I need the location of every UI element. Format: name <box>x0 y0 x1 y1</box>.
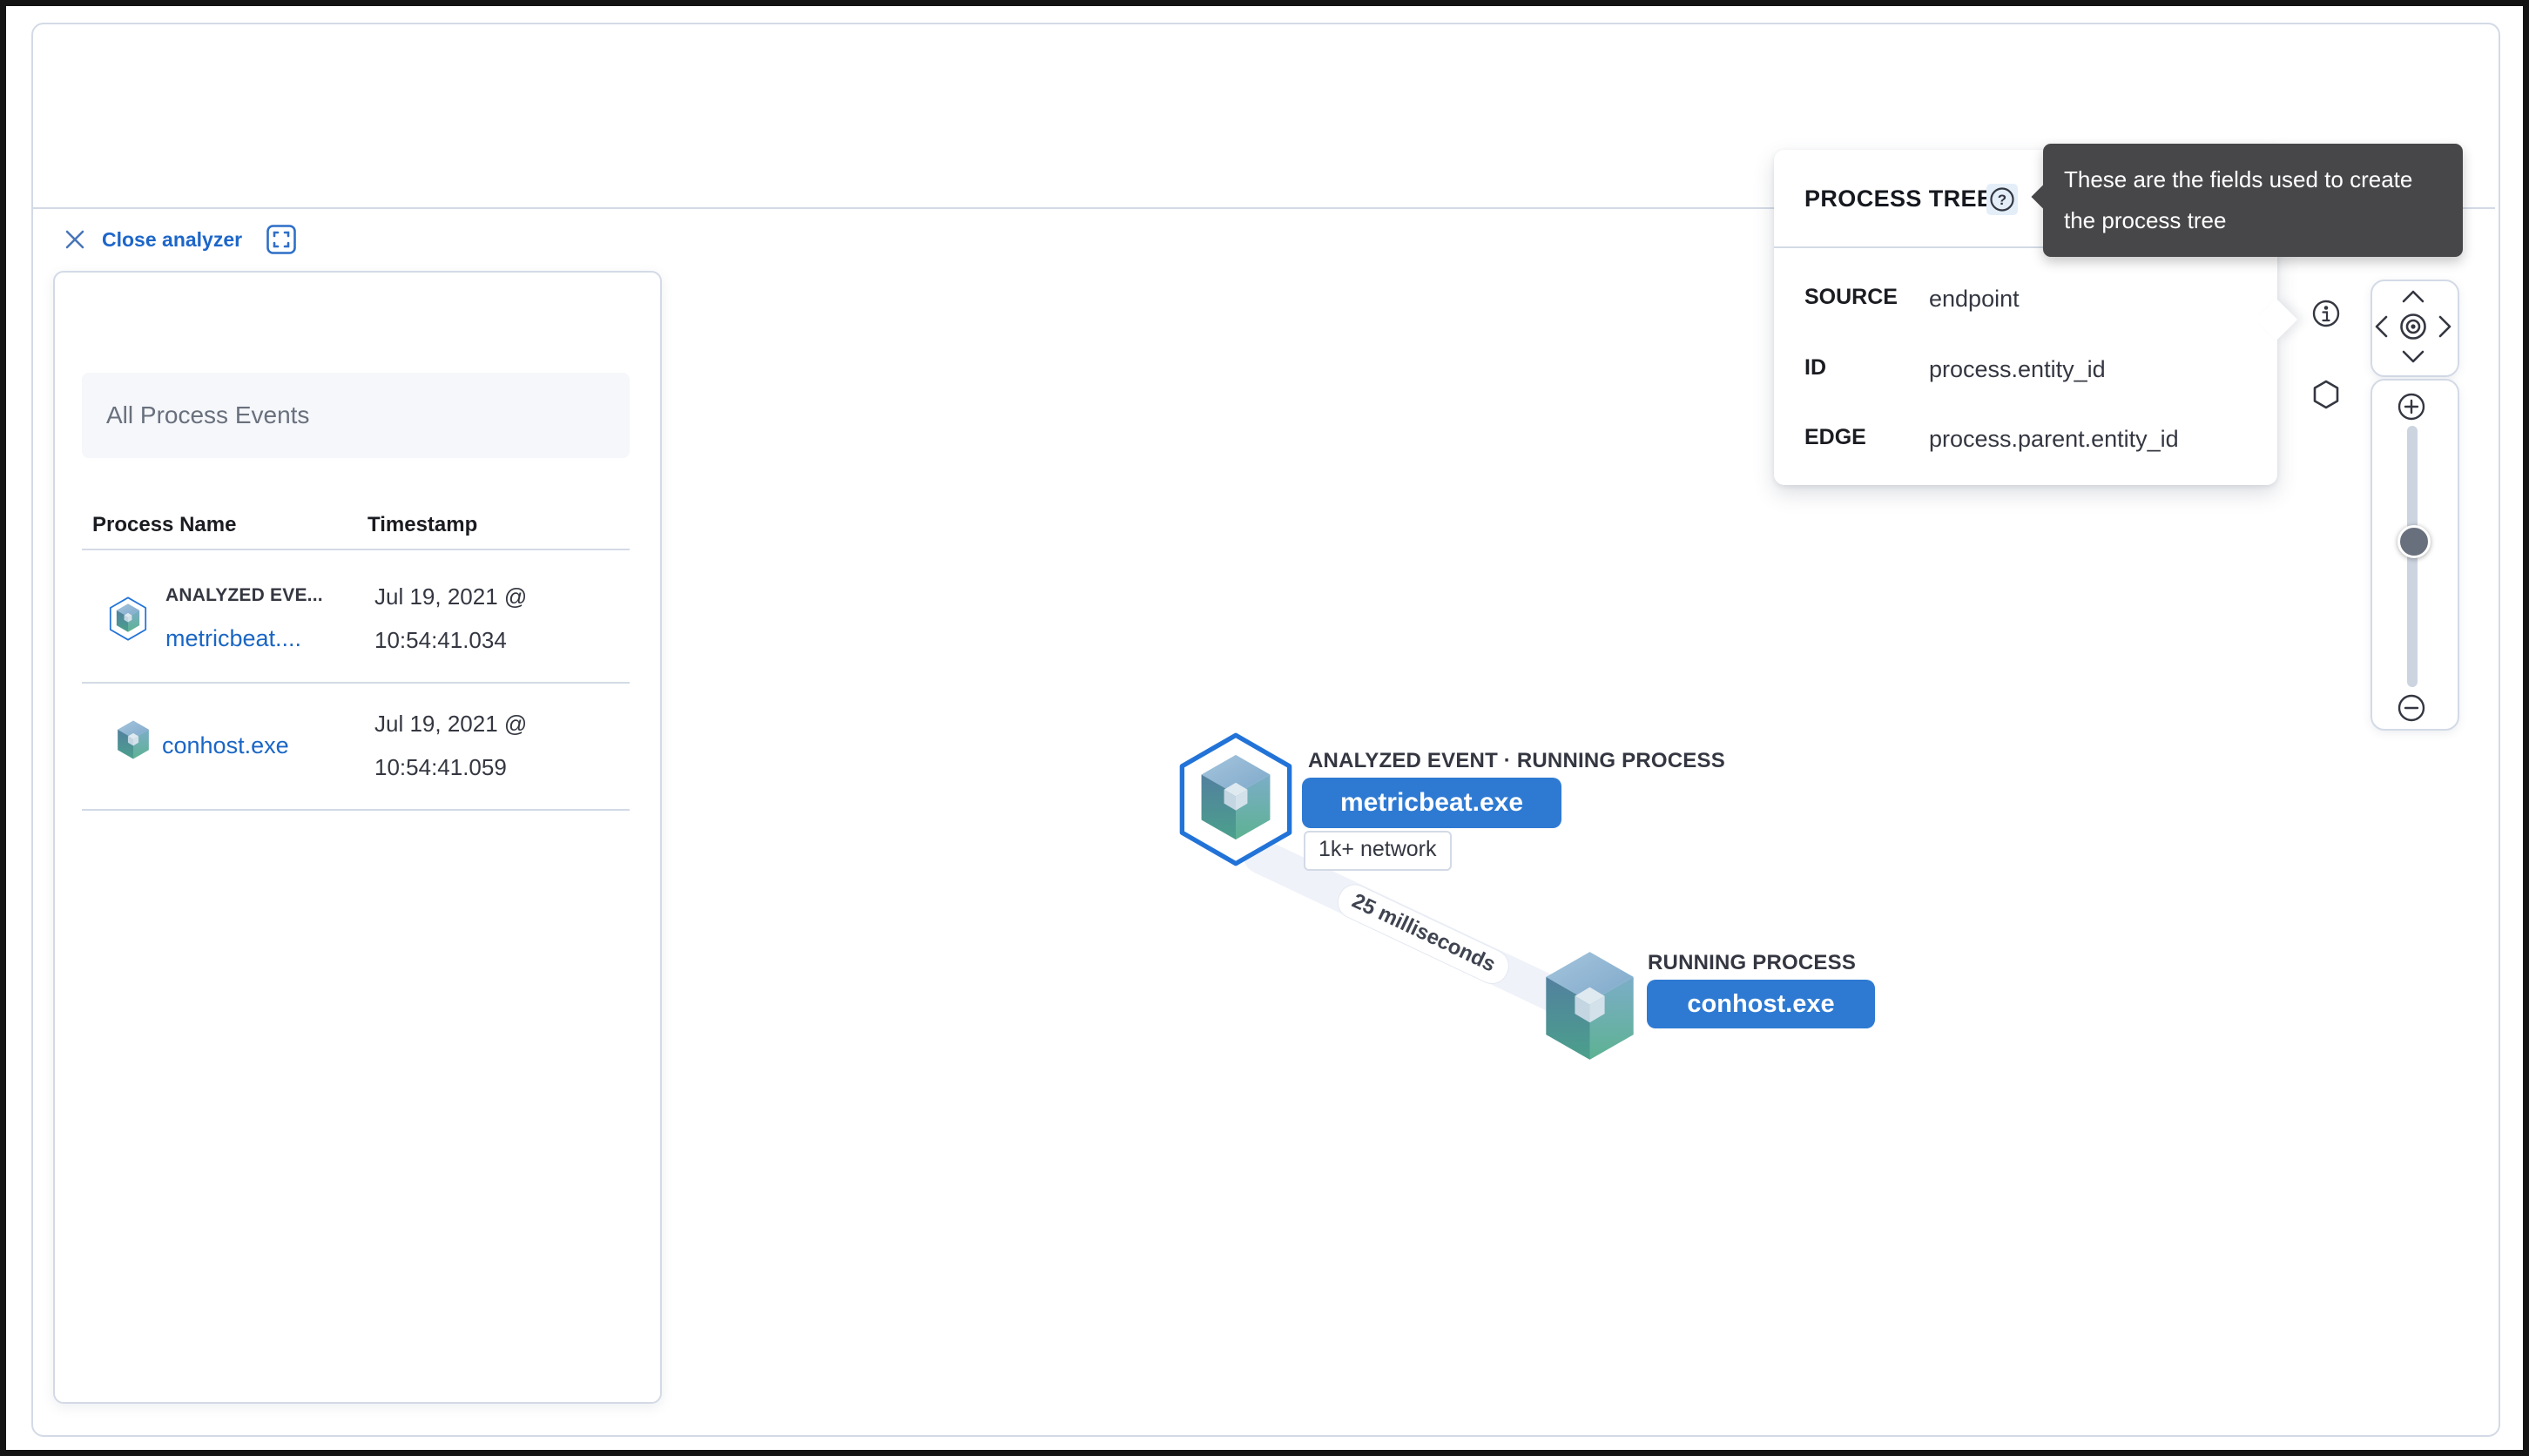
timestamp-line2: 10:54:41.059 <box>374 754 507 780</box>
help-icon[interactable]: ? <box>1986 184 2018 215</box>
process-name-link[interactable]: metricbeat.... <box>165 625 302 651</box>
table-row[interactable]: conhost.exe Jul 19, 2021 @ 10:54:41.059 <box>82 684 630 809</box>
fullscreen-icon[interactable] <box>266 225 296 254</box>
popover-row-label: SOURCE <box>1804 285 1898 309</box>
zoom-out-icon[interactable] <box>2387 684 2436 732</box>
table-row[interactable]: ANALYZED EVE... metricbeat.... Jul 19, 2… <box>82 557 630 682</box>
schema-hexagon-icon[interactable] <box>2313 380 2339 409</box>
zoom-slider-thumb[interactable] <box>2397 525 2431 558</box>
close-icon[interactable] <box>64 228 86 251</box>
node-category-label: ANALYZED EVENT · RUNNING PROCESS <box>1308 749 1725 772</box>
timestamp-line2: 10:54:41.034 <box>374 627 507 653</box>
table-divider <box>82 549 630 550</box>
nudge-down-icon <box>2402 350 2424 363</box>
popover-divider <box>1774 246 2277 248</box>
nudge-left-icon <box>2375 315 2388 338</box>
process-cube-icon <box>116 603 140 632</box>
center-camera-icon <box>2400 313 2426 340</box>
process-cube-icon <box>117 720 150 759</box>
help-tooltip: These are the fields used to create the … <box>2031 144 2463 257</box>
header-divider <box>33 207 2495 209</box>
info-icon[interactable] <box>2311 299 2341 328</box>
timestamp-line1: Jul 19, 2021 @ <box>374 711 528 737</box>
process-name-link[interactable]: conhost.exe <box>162 732 289 758</box>
node-category-label: RUNNING PROCESS <box>1648 951 1857 974</box>
close-analyzer-link[interactable]: Close analyzer <box>102 228 243 251</box>
column-header-timestamp: Timestamp <box>368 513 478 536</box>
timestamp-line1: Jul 19, 2021 @ <box>374 583 528 610</box>
network-events-badge[interactable]: 1k+ network <box>1304 831 1452 871</box>
tooltip-text: These are the fields used to create the … <box>2064 166 2413 233</box>
panel-title-box <box>82 373 630 458</box>
process-events-panel <box>53 271 662 1404</box>
popover-row-label: EDGE <box>1804 425 1866 449</box>
process-node-cube-icon[interactable] <box>1199 754 1272 840</box>
popover-row-value: process.entity_id <box>1929 356 2106 382</box>
process-node-cube-icon[interactable] <box>1543 951 1636 1061</box>
popover-title: PROCESS TREE <box>1804 185 1993 212</box>
nudge-right-icon <box>2438 315 2451 338</box>
process-node-button[interactable]: metricbeat.exe <box>1302 778 1561 828</box>
row-divider <box>82 682 630 684</box>
camera-nav-controls[interactable] <box>2371 280 2456 374</box>
popover-row-value: endpoint <box>1929 286 2020 312</box>
event-category-label: ANALYZED EVE... <box>165 585 323 605</box>
zoom-in-icon[interactable] <box>2387 382 2436 431</box>
popover-row-label: ID <box>1804 355 1826 380</box>
panel-title: All Process Events <box>106 401 310 428</box>
process-node-button[interactable]: conhost.exe <box>1647 980 1875 1028</box>
nudge-up-icon <box>2402 290 2424 303</box>
column-header-process-name: Process Name <box>92 513 237 536</box>
popover-row-value: process.parent.entity_id <box>1929 426 2179 452</box>
question-glyph: ? <box>1998 192 2006 208</box>
row-divider <box>82 809 630 811</box>
